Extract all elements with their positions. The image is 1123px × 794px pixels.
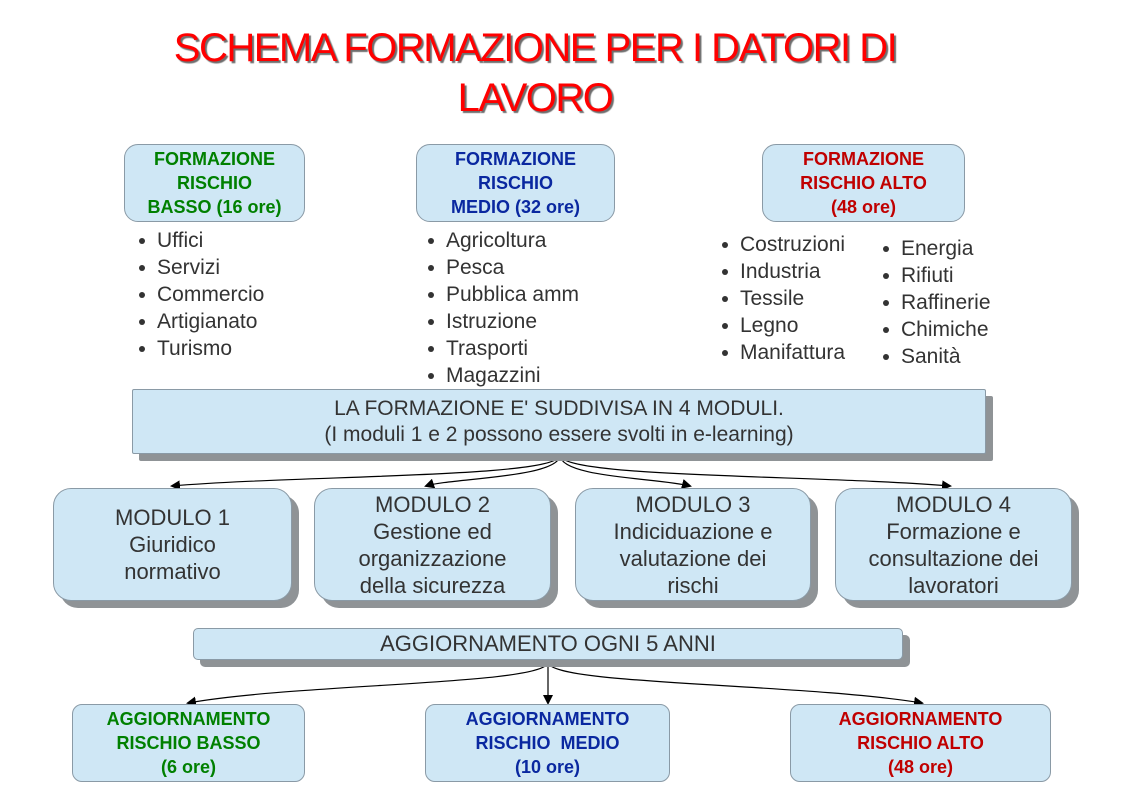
list-item: Chimiche [877,316,991,343]
list-item: Commercio [133,281,264,308]
list-item: Agricoltura [422,227,579,254]
list-item: Tessile [716,285,845,312]
list-rischio-alto-2: Energia Rifiuti Raffinerie Chimiche Sani… [877,235,991,370]
header-line: RISCHIO [176,173,252,193]
update-rischio-alto: AGGIORNAMENTO RISCHIO ALTO (48 ore) [790,704,1051,782]
update-line: AGGIORNAMENTO [838,709,1003,729]
update-line: (48 ore) [887,757,954,777]
header-line: RISCHIO [477,173,553,193]
arrow-to-modulo-3 [559,454,692,489]
list-item: Servizi [133,254,264,281]
modulo-2-box: MODULO 2 Gestione ed organizzazione dell… [314,488,551,601]
update-line: RISCHIO BASSO [116,733,261,753]
modulo-4-box: MODULO 4 Formazione e consultazione dei … [835,488,1072,601]
module-line: rischi [667,572,719,598]
aggiornamento-label: AGGIORNAMENTO OGNI 5 ANNI [380,631,716,656]
list-item: Sanità [877,343,991,370]
arrow-to-modulo-4 [559,454,952,491]
modulo-3-box: MODULO 3 Indiciduazione e valutazione de… [575,488,811,601]
module-line: Indiciduazione e [613,518,773,544]
module-line: Giuridico [129,532,216,557]
list-rischio-basso: Uffici Servizi Commercio Artigianato Tur… [133,227,264,362]
update-line: (10 ore) [514,757,581,777]
list-item: Energia [877,235,991,262]
module-line: normativo [124,559,221,584]
arrow-to-modulo-2 [424,454,561,489]
update-line: RISCHIO ALTO [857,733,984,753]
module-line: Gestione ed [373,518,492,544]
header-line: FORMAZIONE [803,149,924,169]
header-rischio-alto: FORMAZIONE RISCHIO ALTO (48 ore) [762,144,965,222]
arrow-to-update-basso [186,661,549,707]
header-line: FORMAZIONE [154,149,275,169]
module-line: MODULO 3 [635,491,751,517]
arrow-to-update-alto [547,661,924,707]
list-item: Legno [716,312,845,339]
list-item: Rifiuti [877,262,991,289]
module-line: Formazione e [886,518,1021,544]
summary-line-1: LA FORMAZIONE E' SUDDIVISA IN 4 MODULI. [334,396,784,420]
update-rischio-medio: AGGIORNAMENTO RISCHIO MEDIO (10 ore) [425,704,670,782]
list-item: Magazzini [422,362,579,389]
list-item: Raffinerie [877,289,991,316]
list-item: Turismo [133,335,264,362]
header-rischio-basso: FORMAZIONE RISCHIO BASSO (16 ore) [124,144,305,222]
list-item: Industria [716,258,845,285]
update-line: AGGIORNAMENTO [465,709,630,729]
list-item: Costruzioni [716,231,845,258]
update-line: RISCHIO MEDIO [475,733,620,753]
module-line: organizzazione [358,545,507,571]
module-line: MODULO 1 [115,505,230,530]
list-item: Pubblica amm [422,281,579,308]
aggiornamento-bar: AGGIORNAMENTO OGNI 5 ANNI [193,628,903,660]
list-item: Istruzione [422,308,579,335]
list-rischio-alto-1: Costruzioni Industria Tessile Legno Mani… [716,231,845,366]
list-item: Uffici [133,227,264,254]
header-line: (48 ore) [830,197,897,217]
modulo-1-box: MODULO 1 Giuridico normativo [53,488,292,601]
update-line: (6 ore) [160,757,216,777]
list-item: Trasporti [422,335,579,362]
summary-box: LA FORMAZIONE E' SUDDIVISA IN 4 MODULI. … [132,389,986,454]
list-item: Pesca [422,254,579,281]
header-line: MEDIO (32 ore) [450,197,581,217]
module-line: consultazione dei [868,545,1039,571]
module-line: MODULO 4 [896,491,1011,517]
header-line: BASSO (16 ore) [147,197,282,217]
header-line: FORMAZIONE [455,149,576,169]
update-line: AGGIORNAMENTO [106,709,271,729]
header-rischio-medio: FORMAZIONE RISCHIO MEDIO (32 ore) [416,144,615,222]
list-rischio-medio: Agricoltura Pesca Pubblica amm Istruzion… [422,227,579,389]
module-line: della sicurezza [359,572,506,598]
list-item: Artigianato [133,308,264,335]
module-line: MODULO 2 [375,491,490,517]
module-line: valutazione dei [619,545,767,571]
list-item: Manifattura [716,339,845,366]
page-title-line-1: SCHEMA FORMAZIONE PER I DATORI DI [173,26,898,70]
module-line: lavoratori [908,572,999,598]
summary-line-2: (I moduli 1 e 2 possono essere svolti in… [324,422,794,446]
update-rischio-basso: AGGIORNAMENTO RISCHIO BASSO (6 ore) [72,704,305,782]
page-title-line-2: LAVORO [457,76,614,120]
arrow-to-modulo-1 [170,454,561,491]
header-line: RISCHIO ALTO [800,173,927,193]
